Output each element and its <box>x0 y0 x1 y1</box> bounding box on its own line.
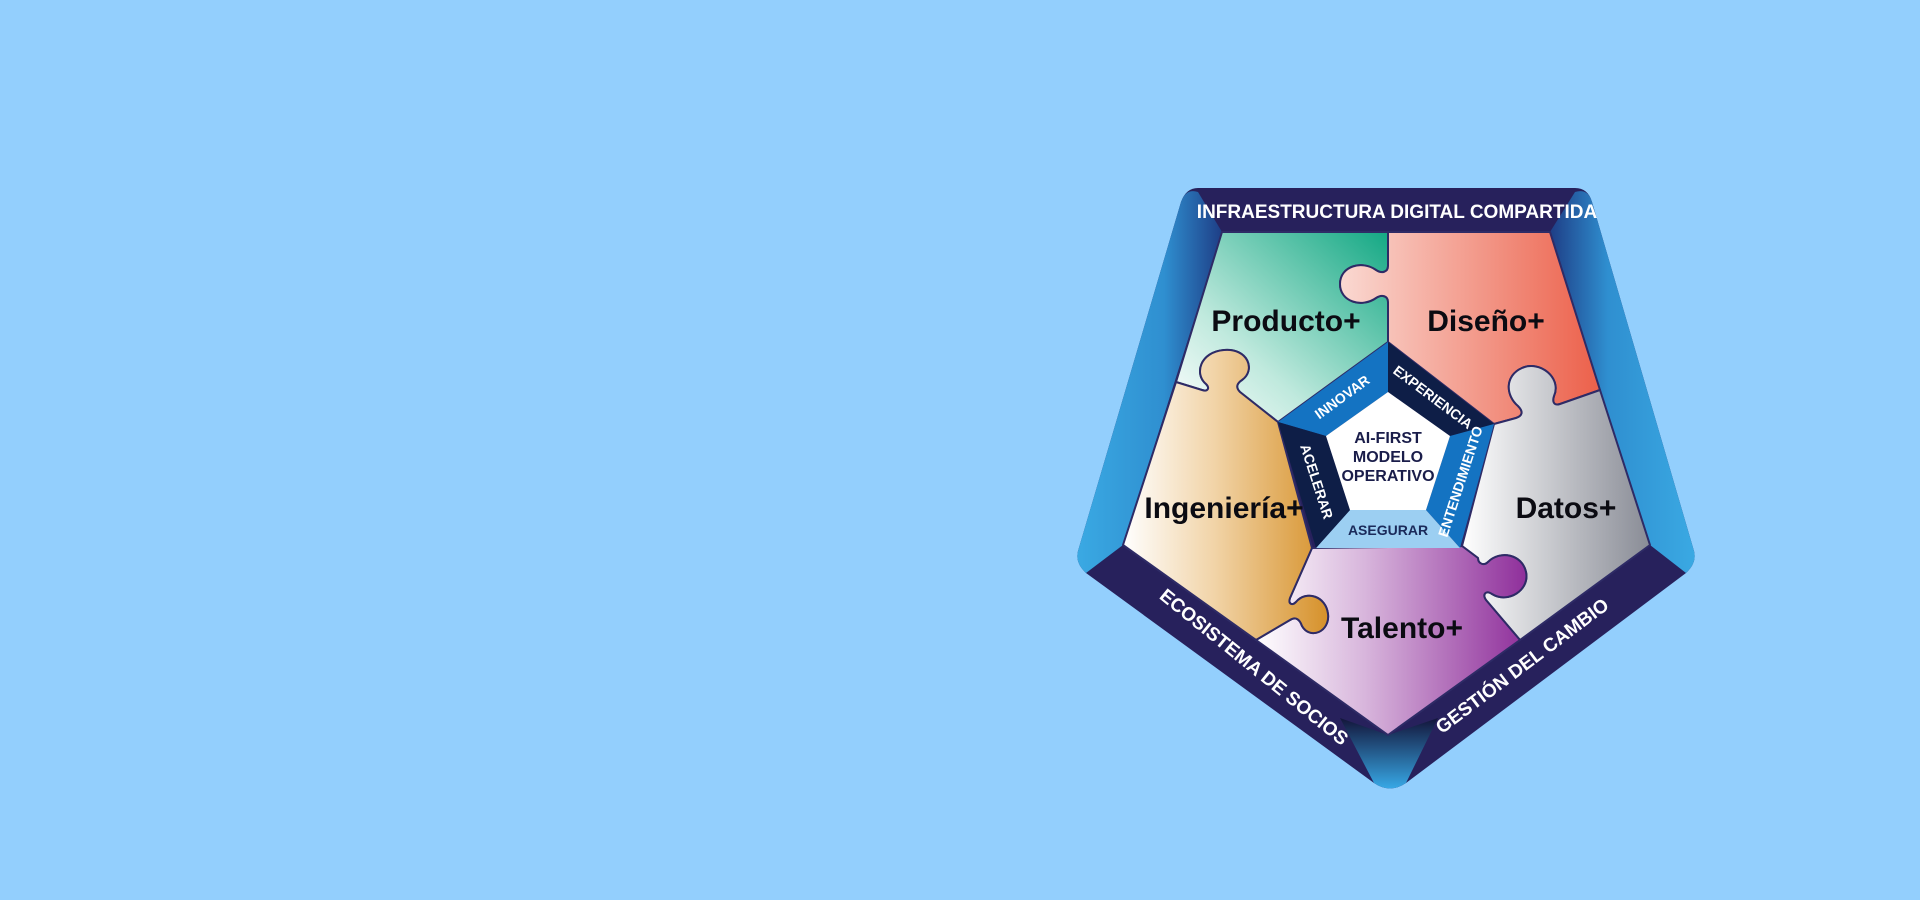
center-pentagon <box>1326 392 1450 510</box>
ring-segment-innovar[interactable] <box>1278 342 1388 436</box>
label-talento: Talento+ <box>1341 612 1463 645</box>
label-asegurar: ASEGURAR <box>1348 522 1428 538</box>
center-title: AI-FIRST MODELO OPERATIVO <box>1341 430 1434 485</box>
label-ingenieria: Ingeniería+ <box>1144 492 1303 525</box>
piece-labels: Producto+ Diseño+ Datos+ Talento+ Ingeni… <box>1144 305 1616 645</box>
piece-ingenieria[interactable] <box>1122 348 1330 641</box>
ring-segment-acelerar[interactable] <box>1278 422 1350 548</box>
ring-segment-entendimiento[interactable] <box>1426 424 1494 548</box>
center-line-3: OPERATIVO <box>1341 468 1434 485</box>
ring-segment-experiencia[interactable] <box>1388 342 1494 436</box>
center-ring <box>1278 342 1494 548</box>
frame-label-top: INFRAESTRUCTURA DIGITAL COMPARTIDA <box>1197 202 1598 223</box>
ring-segment-asegurar[interactable] <box>1316 510 1460 548</box>
label-datos: Datos+ <box>1516 492 1617 525</box>
center-line-1: AI-FIRST <box>1354 430 1422 447</box>
puzzle-pieces <box>1122 231 1651 736</box>
frame-left-edge <box>1077 191 1222 573</box>
label-diseno: Diseño+ <box>1427 305 1545 338</box>
label-producto: Producto+ <box>1211 305 1360 338</box>
frame-bottom-tip <box>1340 718 1438 789</box>
frame-right-edge <box>1550 191 1695 573</box>
center-line-2: MODELO <box>1353 449 1423 466</box>
